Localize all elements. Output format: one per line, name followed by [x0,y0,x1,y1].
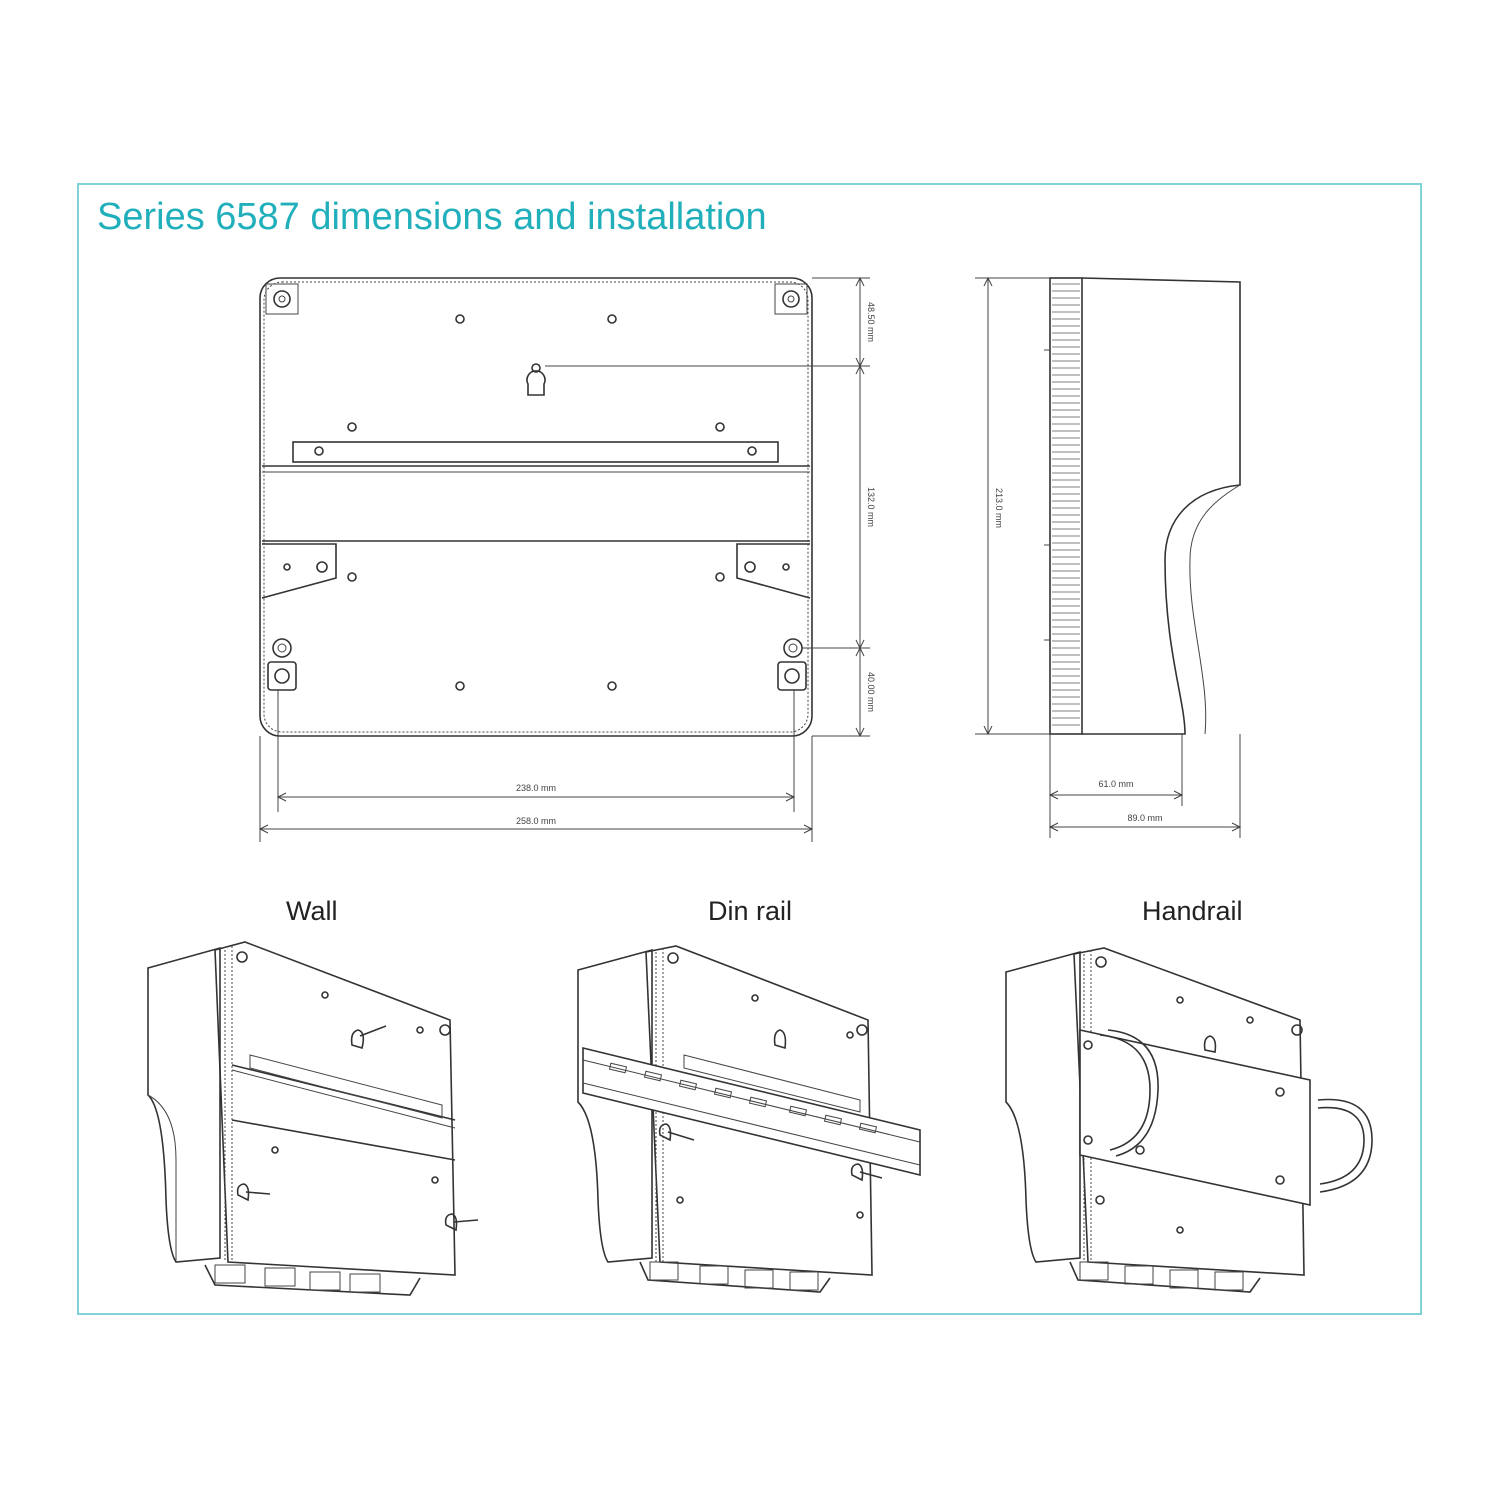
dim-hole-spacing-width: 238.0 mm [516,783,556,793]
dim-depth-total: 89.0 mm [1127,813,1162,823]
dim-top-offset: 48.50 mm [866,302,876,342]
label-din-rail: Din rail [708,896,793,926]
diagram-frame [77,183,1422,1315]
dim-overall-height: 213.0 mm [994,488,1004,528]
enclosure-outline [259,277,813,737]
side-view: 213.0 mm 61.0 mm 89.0 mm [975,276,1242,838]
dim-overall-width: 258.0 mm [516,816,556,826]
dim-bottom-offset: 40.00 mm [866,672,876,712]
wall-mount-drawing [147,941,479,1296]
label-handrail: Handrail [1142,896,1243,926]
dim-mid-span: 132.0 mm [866,487,876,527]
dim-depth-body: 61.0 mm [1098,779,1133,789]
front-view: 238.0 mm 258.0 mm 48.50 mm 132.0 mm 40.0… [258,276,876,842]
keyhole-slot [526,370,546,396]
handrail-mount-drawing [1005,947,1373,1293]
din-rail-mount-drawing [577,945,921,1293]
label-wall: Wall [286,896,338,926]
page-title: Series 6587 dimensions and installation [97,196,767,238]
